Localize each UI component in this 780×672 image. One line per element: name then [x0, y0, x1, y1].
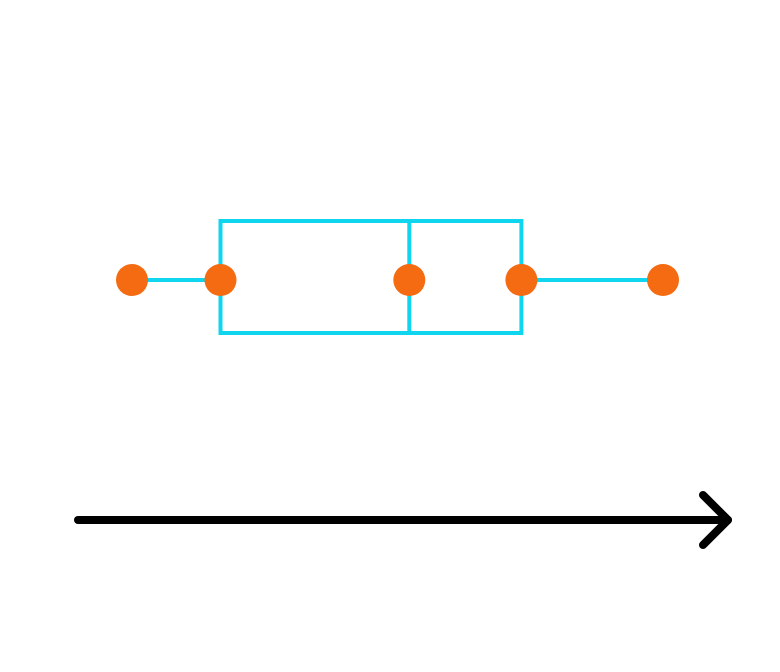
- maximum-point: [647, 264, 679, 296]
- median-point: [393, 264, 426, 296]
- arrow-right-icon: [699, 491, 732, 549]
- box-plot: [116, 219, 679, 335]
- minimum-point: [116, 264, 148, 296]
- third-quartile-point: [505, 264, 538, 296]
- interquartile-box: [218, 219, 524, 335]
- first-quartile-point: [204, 264, 237, 296]
- number-line: [74, 491, 732, 549]
